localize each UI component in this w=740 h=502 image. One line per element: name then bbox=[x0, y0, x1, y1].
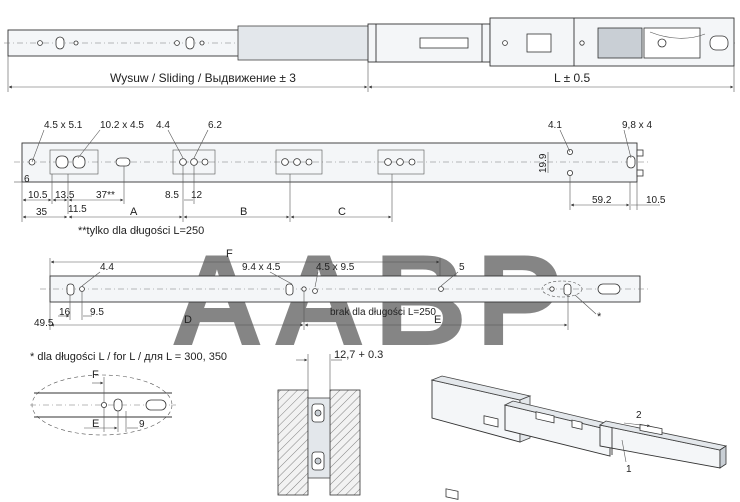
hole-label-9-4x4-5: 9.4 x 4.5 bbox=[242, 262, 281, 273]
dim-8-5: 8.5 bbox=[165, 190, 179, 201]
detail-label-9: 9 bbox=[139, 419, 145, 430]
hole-label-9-8x4: 9,8 x 4 bbox=[622, 120, 652, 131]
asterisk-mark: * bbox=[597, 311, 602, 323]
dim-37: 37** bbox=[96, 190, 115, 201]
hole-label-4-4: 4.4 bbox=[156, 120, 170, 131]
hole-label-4-5x9-5: 4.5 x 9.5 bbox=[316, 262, 355, 273]
dim-b: B bbox=[240, 206, 247, 218]
detail-drawing bbox=[30, 374, 176, 436]
dim-c: C bbox=[338, 206, 346, 218]
dim-10-5: 10.5 bbox=[28, 190, 48, 201]
hole-label-4-5x5-1: 4.5 x 5.1 bbox=[44, 120, 83, 131]
hole-label-10-2x4-5: 10.2 x 4.5 bbox=[100, 120, 144, 131]
hole-label-4-1: 4.1 bbox=[548, 120, 562, 131]
detail-label-f: F bbox=[92, 369, 99, 381]
length-dimension-label: L ± 0.5 bbox=[554, 71, 590, 85]
iso-drawing bbox=[430, 375, 728, 500]
iso-arrow-label-1: 1 bbox=[626, 464, 632, 475]
dim-e: E bbox=[434, 314, 441, 326]
brak-note: brak dla długości L=250 bbox=[330, 307, 436, 318]
dim-16: 16 bbox=[59, 307, 71, 318]
top-view bbox=[4, 17, 735, 92]
dim-9-5: 9.5 bbox=[90, 307, 104, 318]
section-drawing bbox=[277, 354, 361, 496]
dim-49-5: 49.5 bbox=[34, 318, 54, 329]
profile-a-drawing bbox=[14, 129, 660, 222]
hole-label-5: 5 bbox=[459, 262, 465, 273]
iso-arrow-label-2: 2 bbox=[636, 410, 642, 421]
dim-6: 6 bbox=[24, 174, 30, 185]
dim-f: F bbox=[226, 248, 233, 260]
length-note: **tylko dla długości L=250 bbox=[78, 225, 204, 237]
dim-12: 12 bbox=[191, 190, 203, 201]
detail-label-e: E bbox=[92, 418, 99, 430]
hole-label-6-2: 6.2 bbox=[208, 120, 222, 131]
dim-13-5: 13.5 bbox=[55, 190, 75, 201]
detail-title: * dla długości L / for L / для L = 300, … bbox=[30, 351, 227, 363]
dim-10-5-right: 10.5 bbox=[646, 195, 666, 206]
hole-label-4-4-b: 4.4 bbox=[100, 262, 114, 273]
dim-11-5: 11.5 bbox=[68, 204, 87, 215]
section-dim-label: 12,7 + 0.3 bbox=[334, 349, 383, 361]
dim-d: D bbox=[184, 314, 192, 326]
dim-a: A bbox=[130, 206, 138, 218]
dim-19-9: 19.9 bbox=[538, 153, 549, 173]
sliding-dimension-label: Wysuw / Sliding / Выдвижение ± 3 bbox=[110, 71, 296, 85]
dim-35: 35 bbox=[36, 207, 48, 218]
profile-b-drawing bbox=[40, 258, 650, 330]
dim-59-2: 59.2 bbox=[592, 195, 612, 206]
